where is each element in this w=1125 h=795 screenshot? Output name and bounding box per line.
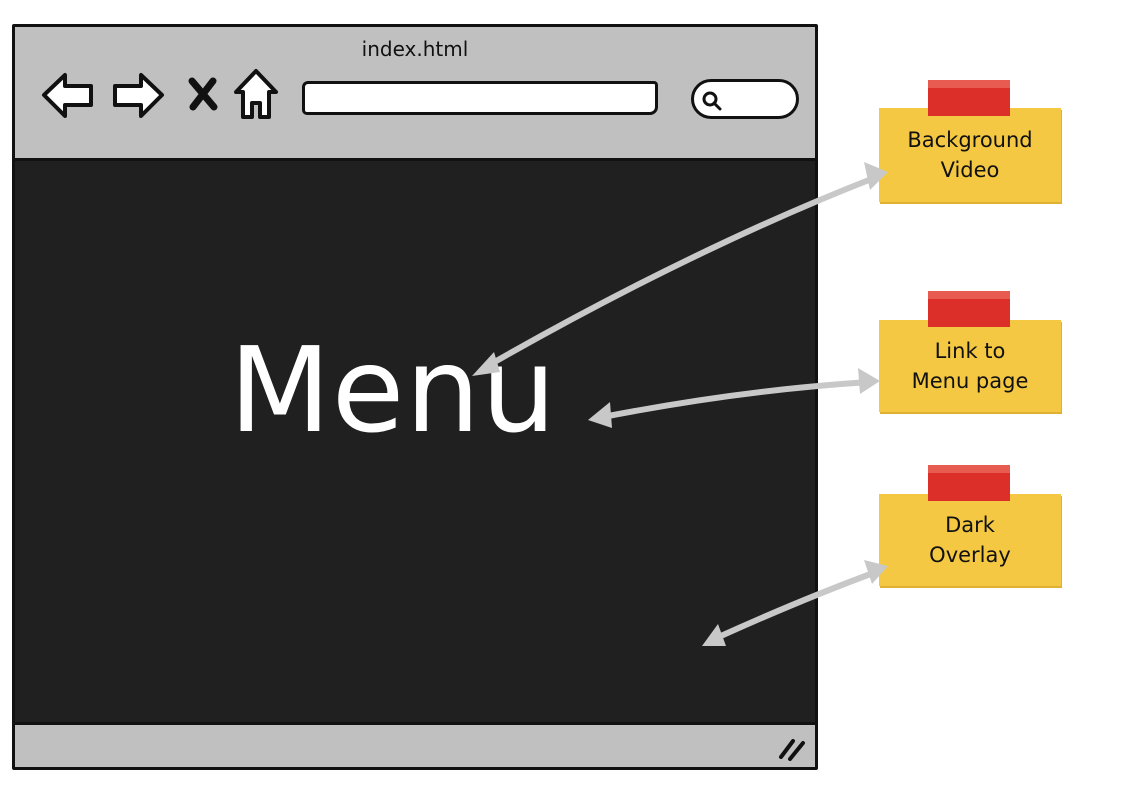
arrow-left-icon[interactable] — [41, 71, 95, 121]
resize-handle-icon[interactable] — [777, 735, 807, 761]
status-bar — [15, 724, 815, 767]
note-menu-link: Link to Menu page — [879, 320, 1061, 412]
tape-decoration — [928, 465, 1010, 501]
arrow-right-icon[interactable] — [111, 71, 165, 121]
note-text-line: Video — [940, 158, 1000, 182]
tape-decoration — [928, 291, 1010, 327]
background-video-overlay: Menu — [15, 158, 815, 725]
search-input[interactable] — [691, 79, 799, 119]
note-text-line: Link to — [934, 339, 1006, 363]
tape-decoration — [928, 80, 1010, 116]
note-background-video: Background Video — [879, 108, 1061, 202]
note-text-line: Menu page — [911, 369, 1029, 393]
menu-link[interactable]: Menu — [229, 321, 557, 459]
close-icon[interactable] — [187, 77, 219, 111]
note-dark-overlay: Dark Overlay — [879, 494, 1061, 586]
note-text-line: Dark — [945, 513, 995, 537]
address-bar[interactable] — [302, 81, 658, 115]
note-text-line: Overlay — [929, 543, 1011, 567]
arrow-dark-overlay — [709, 569, 879, 643]
arrow-background-video — [481, 175, 877, 371]
arrow-menu-link — [595, 379, 873, 421]
note-text-line: Background — [907, 128, 1033, 152]
home-icon[interactable] — [233, 67, 279, 121]
window-title: index.html — [361, 37, 469, 61]
browser-window: index.html Menu — [12, 24, 818, 770]
search-icon — [702, 91, 722, 111]
